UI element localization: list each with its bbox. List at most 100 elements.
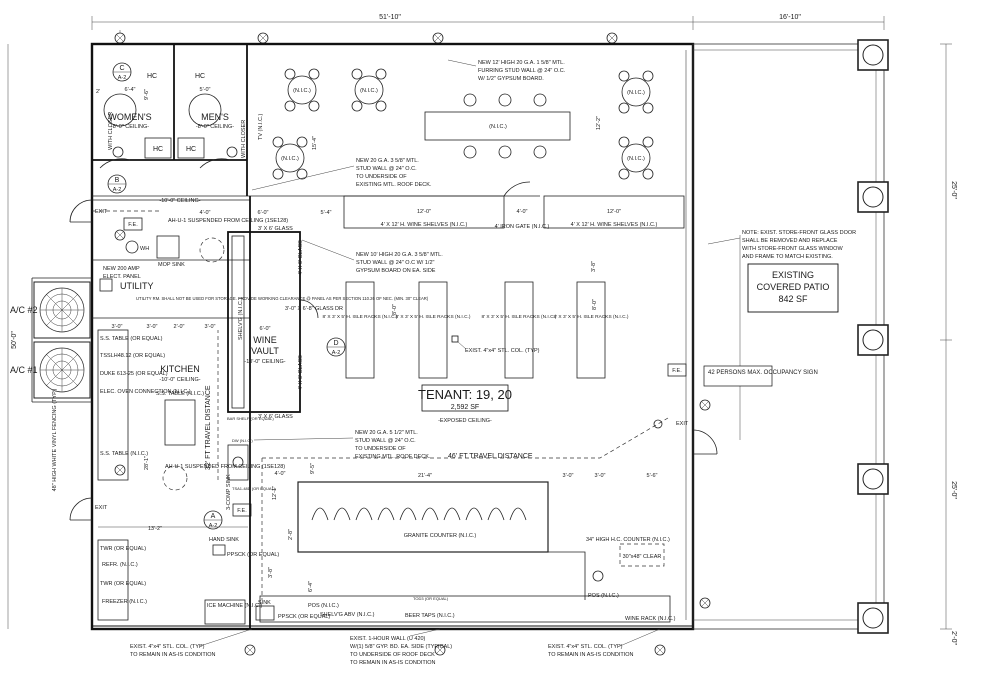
wine-rack-label: WINE RACK (N.I.C.) [625, 616, 676, 622]
dim-right-small: 2'-0" [950, 631, 957, 645]
notes-note-stud1-2: TO UNDERSIDE OF [356, 174, 407, 180]
seating-area: (N.I.C.) (N.I.C.) (N.I.C.) (N.I.C.) (N.I… [272, 68, 654, 180]
notes-note-stud3-1: STUD WALL @ 24" O.C. [355, 438, 416, 444]
section-tag-c: C A-2 [112, 62, 132, 82]
patio-column [857, 463, 889, 495]
notes-note-stud3-3: EXISTING MTL. ROOF DECK. [355, 454, 431, 460]
tenant-block: TENANT: 19, 20 2,592 SF -EXPOSED CEILING… [418, 384, 512, 424]
dim-3-0-e: 3'-0" [595, 473, 606, 479]
isle-rack: 8' X 3' X 5' H. ISLE RACKS (N.I.C.) [482, 281, 557, 379]
ss-table-3: S.S. TABLE (N.I.C.) [156, 391, 204, 397]
hand-sink-label: HAND SINK [209, 537, 239, 543]
note-top: NEW 12' HIGH 20 G.A. 1 5/8" MTL. FURRING… [447, 59, 566, 82]
tenant-ceiling: -EXPOSED CEILING- [438, 418, 492, 424]
travel-46-label: 46' FT TRAVEL DISTANCE [448, 453, 533, 460]
note-col-left: EXIST. 4"x4" STL. COL. (TYP) TO REMAIN I… [130, 628, 253, 658]
notes-note-storefront-3: AND FRAME TO MATCH EXISTING. [742, 254, 833, 260]
tags-d-letter: D [333, 340, 338, 347]
bar-stools [311, 507, 527, 521]
dim-12-2: 12'-2" [596, 116, 602, 130]
hc-label-4: HC [186, 146, 196, 153]
bar-area: GRANITE COUNTER (N.I.C.) 21'-4" 3'-0" 3'… [255, 463, 676, 623]
dim-8-0-a: 8'-0" [392, 304, 398, 315]
notes-note-wall-1: W/(1) 5/8" GYP. BD. EA. SIDE (TYPICAL) [350, 644, 452, 650]
grid-bubble [699, 399, 711, 411]
notes-note-top-0: NEW 12' HIGH 20 G.A. 1 5/8" MTL. [478, 60, 565, 66]
section-tag-d: D A-2 [326, 337, 346, 357]
ppsck-b: PPSCK (OR EQUAL) [278, 614, 330, 620]
dim-right-lower: 25'-0" [950, 481, 957, 499]
dim-3-0-c: 3'-0" [205, 324, 216, 330]
tsa-label: TSA1-48D (OR EQUAL) [232, 486, 276, 491]
occupancy-sign: 42 PERSONS MAX. OCCUPANCY SIGN [708, 370, 818, 376]
travel-46: 46' FT TRAVEL DISTANCE EXIT [261, 417, 718, 600]
ppsck-a: PPSCK (OR EQUAL) [227, 552, 279, 558]
dim-top-main: 51'-10" [379, 14, 401, 21]
note-storefront: NOTE: EXIST. STORE-FRONT GLASS DOOR SHAL… [707, 230, 856, 260]
tags-d-sheet: A-2 [332, 350, 341, 356]
corridor: -10'-0" CEILING- EXIT EXIT F.E. F.E. F.E… [69, 198, 687, 521]
labels-isle-rack: 8' X 3' X 5' H. ISLE RACKS (N.I.C.) [554, 314, 629, 320]
elec-oven-label: ELEC. OVEN CONNECTION (N.I.C.) [100, 389, 191, 395]
notes-note-stud3-0: NEW 20 G.A. 5 1/2" MTL. [355, 430, 418, 436]
utility-line1: NEW 200 AMP [103, 266, 140, 272]
kitchen: 3'-0" 3'-0" 2'-0" 3'-0" S.S. TABLE (OR E… [97, 196, 285, 629]
womens-ceiling: -8'-0" CEILING- [111, 124, 149, 130]
table-cluster: (N.I.C.) [618, 136, 654, 180]
glass-4x6-a: 4' X 6' GLASS [298, 240, 304, 275]
ice-machine-label: ICE MACHINE (N.I.C.) [207, 603, 262, 609]
grid-bubble [114, 464, 126, 476]
ac-unit-2 [33, 281, 91, 339]
dim-6-4: 6'-4" [125, 87, 136, 93]
dim-5-4: 5'-4" [321, 210, 332, 216]
wine-shelves-1: 4' X 12' H. WINE SHELVES (N.I.C.) [381, 222, 468, 228]
dim-8-0-b: 8'-0" [592, 299, 598, 310]
notes-note-col-left-0: EXIST. 4"x4" STL. COL. (TYP) [130, 644, 205, 650]
dim-4-0-gate: 4'-0" [517, 209, 528, 215]
dim-13-2: 13'-2" [148, 526, 162, 532]
glass-4x6-b: 4' X 6' GLASS [298, 355, 304, 390]
pos-label-1: POS (N.I.C.) [308, 603, 339, 609]
notes-note-top-1: FURRING STUD WALL @ 24" O.C. [478, 68, 566, 74]
glass-3x6-a: 3' X 6' GLASS [258, 226, 293, 232]
patio-column [857, 181, 889, 213]
note-wall: EXIST. 1-HOUR WALL (U 420) W/(1) 5/8" GY… [350, 628, 452, 666]
kitchen-ceiling: -10'-0" CEILING- [159, 377, 200, 383]
mens-name: MEN'S [201, 112, 229, 122]
dim-2ft: 2' [96, 89, 100, 95]
note-stud-1: NEW 20 G.A. 3 5/8" MTL. STUD WALL @ 24" … [251, 158, 432, 191]
wine-shelves-2: 4' X 12' H. WINE SHELVES (N.I.C.) [571, 222, 658, 228]
tenant-area: 2,592 SF [451, 404, 479, 411]
dim-5-6: 5'-6" [647, 473, 658, 479]
labels-nic: (N.I.C.) [293, 88, 311, 94]
exit-label-left-bottom: EXIT [95, 505, 108, 511]
isle-racks: 8' X 3' X 5' H. ISLE RACKS (N.I.C.) 8' X… [323, 281, 629, 379]
grid-bubble [244, 644, 256, 656]
bar-shelf-label: BAR SHELF (OR EQUAL) [227, 416, 274, 421]
labels-nic: (N.I.C.) [281, 156, 299, 162]
grid-bubble [257, 32, 269, 44]
patio-column [857, 39, 889, 71]
dim-4-0-bar: 4'-0" [275, 471, 286, 477]
wine-vault-line1: WINE [253, 335, 277, 345]
patio-columns [857, 39, 889, 634]
utility-note: UTILITY RM. SHALL NOT BE USED FOR STORAG… [136, 296, 429, 301]
note-stud-3: NEW 20 G.A. 5 1/2" MTL. STUD WALL @ 24" … [253, 430, 431, 460]
patio-line2: COVERED PATIO [757, 282, 830, 292]
notes-note-stud1-3: EXISTING MTL. ROOF DECK. [356, 182, 432, 188]
utility-name: UTILITY [120, 281, 154, 291]
labels-nic: (N.I.C.) [627, 90, 645, 96]
notes-note-wall-0: EXIST. 1-HOUR WALL (U 420) [350, 636, 426, 642]
dim-12-1: 12'-1" [272, 486, 278, 500]
shelving-label: SHELV'G (N.I.C.) [238, 298, 244, 340]
notes-note-col-right-1: TO REMAIN IN AS-IS CONDITION [548, 652, 633, 658]
glass-door-label: 3'-0" X 6'-8" GLASS DR [285, 306, 343, 312]
notes-note-stud1-0: NEW 20 G.A. 3 5/8" MTL. [356, 158, 419, 164]
fe-label-1: F.E. [128, 222, 138, 228]
wine-vault: SHELV'G (N.I.C.) WINE VAULT -10'-0" CEIL… [227, 226, 343, 420]
fe-label-3: F.E. [672, 368, 682, 374]
notes-note-top-2: W/ 1/2" GYPSUM BOARD. [478, 76, 544, 82]
hc-label-1: HC [147, 73, 157, 80]
restrooms: WOMEN'S -8'-0" CEILING- MEN'S -8'-0" CEI… [92, 44, 318, 196]
patio-line1: EXISTING [772, 270, 814, 280]
